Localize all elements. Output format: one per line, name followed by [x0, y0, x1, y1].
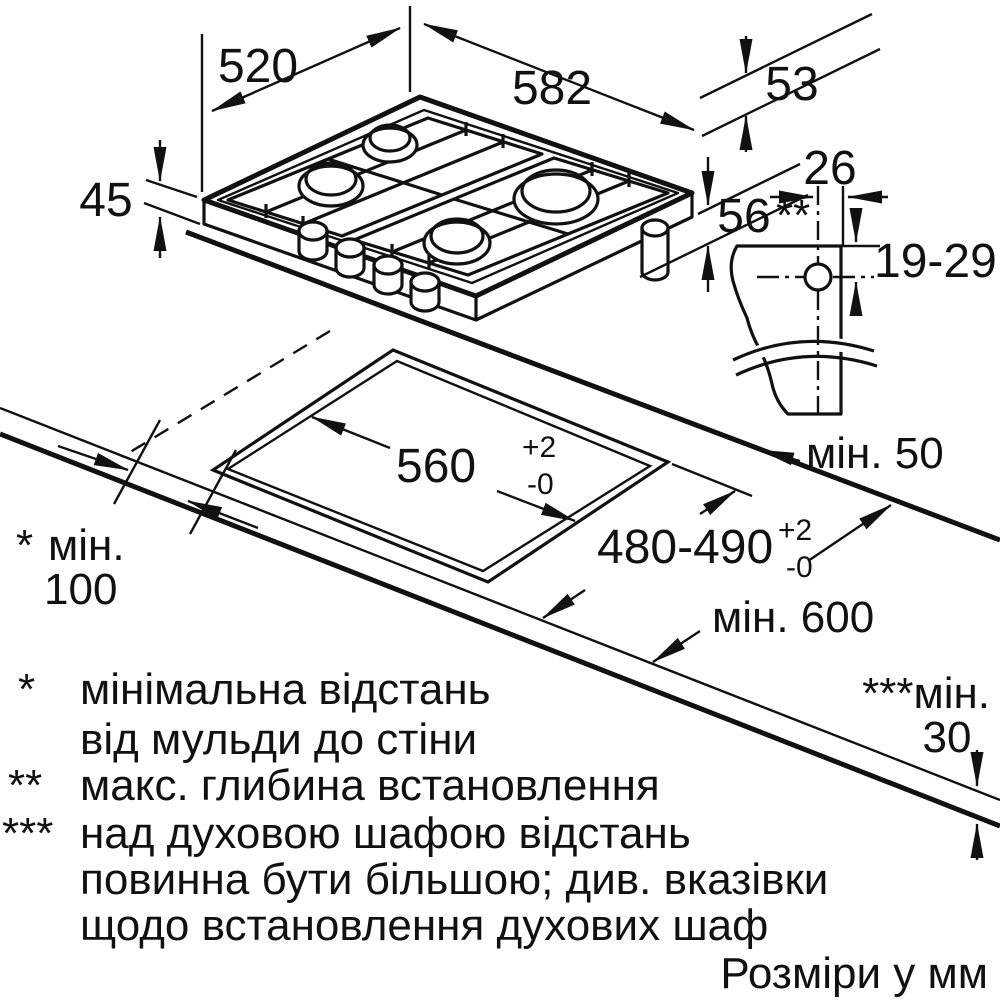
footnotes: * мінімальна відстань від мульди до стін… — [2, 665, 828, 950]
dim-bracket-26: 26 ** — [770, 142, 888, 240]
dim-hob-width: 520 — [200, 6, 412, 192]
worktop-cutout — [209, 348, 672, 584]
footnote-line: мінімальна відстань — [80, 665, 491, 714]
dim-480-490: 480-490 — [597, 521, 773, 574]
dim-45: 45 — [79, 174, 132, 227]
control-knobs — [297, 220, 441, 313]
dim-53: 53 — [765, 58, 818, 111]
dim-min-depth: мін. 600 — [652, 504, 892, 664]
bracket-marker: ** — [776, 191, 810, 240]
min-wall-value: 100 — [44, 565, 117, 614]
dim-rim-53: 53 — [699, 12, 881, 152]
dim-560: 560 — [396, 440, 476, 493]
footnote-line: повинна бути більшою; див. вказівки — [80, 855, 828, 904]
dim-min-wall: * мін. 100 — [16, 419, 259, 614]
footnote-line: щодо встановлення духових шаф — [80, 901, 768, 950]
dim-body-56: 56 — [639, 157, 809, 292]
dim-582: 582 — [512, 62, 592, 115]
footnote-line: макс. глибина встановлення — [80, 761, 660, 810]
worktop-rear-edge — [185, 229, 1000, 543]
dim-min-rear: мін. 50 — [759, 429, 944, 478]
min-rear-label: мін. 50 — [806, 429, 944, 478]
min-oven-label: ***мін. — [862, 669, 990, 718]
min-oven-value: 30 — [923, 713, 972, 762]
min-wall-marker: * — [16, 521, 33, 570]
hob-drawing — [143, 94, 695, 322]
footnote-marker-2: ** — [8, 761, 42, 810]
dim-560-tol-minus: -0 — [527, 468, 554, 501]
gas-connection — [640, 218, 670, 282]
burner-back — [361, 123, 419, 164]
bracket-screw-hole — [803, 262, 833, 292]
dim-480-490-tol-plus: +2 — [778, 514, 812, 547]
worktop-front-edge — [0, 406, 1000, 829]
dim-cutout-depth: 480-490 +2 -0 — [542, 462, 813, 619]
dim-min-oven: ***мін. 30 — [862, 669, 990, 860]
dim-56: 56 — [717, 190, 770, 243]
dim-bracket-range: 19-29 — [849, 208, 997, 316]
dim-520: 520 — [218, 40, 298, 93]
projection-dashed-line — [121, 329, 331, 459]
footnote-marker-1: * — [18, 665, 35, 714]
burner-front — [422, 217, 492, 266]
dim-560-tol-plus: +2 — [522, 431, 556, 464]
dim-hob-depth: 582 — [423, 22, 695, 132]
dim-480-490-tol-minus: -0 — [786, 551, 813, 584]
dim-26: 26 — [803, 142, 856, 195]
burner-right — [512, 168, 600, 226]
burner-left — [297, 161, 365, 208]
dim-profile-45: 45 — [79, 140, 167, 258]
units-note: Розміри у мм — [720, 949, 988, 998]
footnote-marker-3: *** — [2, 809, 53, 858]
dim-19-29: 19-29 — [874, 235, 997, 288]
dim-cutout-width: 560 +2 -0 — [311, 415, 576, 523]
footnote-line: над духовою шафою відстань — [80, 809, 691, 858]
min-wall-label: мін. — [48, 521, 125, 570]
footnote-line: від мульди до стіни — [80, 715, 477, 764]
bracket-detail: 26 ** 19-29 — [729, 142, 997, 420]
min-depth-label: мін. 600 — [712, 593, 874, 642]
